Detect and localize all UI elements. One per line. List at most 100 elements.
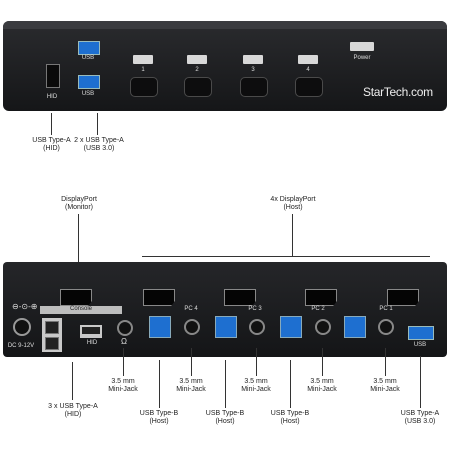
front-usb3-port-top [78,41,100,55]
pc4-displayport [143,289,175,306]
caption-minijack-b: 3.5 mm Mini-Jack [172,378,210,394]
pc2-led [187,55,207,64]
callout-line-minijack-b [191,348,192,376]
caption-minijack-e: 3.5 mm Mini-Jack [366,378,404,394]
headphone-icon: Ω [121,337,127,346]
caption-usbb-2-line2: (Host) [215,418,235,425]
front-hid-label: HID [46,94,58,100]
pc3-audio-jack [249,319,265,335]
caption-dp-host-line2: (Host) [283,204,303,211]
pc2-usb-b-port [280,316,302,338]
pc3-usb-b-port [215,316,237,338]
caption-minijack-c: 3.5 mm Mini-Jack [237,378,275,394]
pc2-audio-jack [315,319,331,335]
caption-minijack-e-line1: 3.5 mm [373,378,397,385]
caption-usbb-1: USB Type-B (Host) [137,410,181,426]
console-hid-label: HID [86,340,98,346]
console-displayport [60,289,92,306]
power-label: Power [353,55,371,61]
brand-logo: StarTech.com [363,85,433,99]
pc3-rear-label: PC 3 [248,306,262,312]
pc4-select-button[interactable] [295,77,323,97]
console-usb-hid-slot [82,327,100,334]
pc2-select-button[interactable] [184,77,212,97]
front-usb-label-top: USB [81,55,95,61]
pc2-label: 2 [195,67,199,73]
console-audio-jack [117,320,133,336]
pc1-displayport [387,289,419,306]
caption-minijack-a-line1: 3.5 mm [111,378,135,385]
console-usb-stack [42,318,62,352]
caption-dp-monitor-line1: DisplayPort [61,196,97,203]
dc-polarity-icon: ⊖-⊙-⊕ [12,302,38,311]
caption-usb-hid3-line1: 3 x USB Type-A [48,403,98,410]
caption-usb-hid3-line2: (HID) [64,411,82,418]
pc4-audio-jack [184,319,200,335]
callout-line-minijack-a [123,348,124,376]
caption-usb-hid3: 3 x USB Type-A (HID) [45,403,101,419]
caption-minijack-d-line1: 3.5 mm [310,378,334,385]
caption-usb3: 2 x USB Type-A (USB 3.0) [70,137,128,153]
caption-usb-a3-line2: (USB 3.0) [404,418,436,425]
console-usb-hid-port [80,325,102,338]
caption-usb3-line2: (USB 3.0) [83,145,115,152]
caption-usbb-1-line1: USB Type-B [139,410,179,417]
caption-dp-monitor-line2: (Monitor) [64,204,93,211]
caption-usb-hid-line1: USB Type-A [32,137,71,144]
dc-power-jack [13,318,31,336]
caption-displayport-monitor: DisplayPort (Monitor) [53,196,105,212]
caption-minijack-e-line2: Mini-Jack [370,386,400,393]
callout-line-dp-monitor [78,214,79,286]
callout-line-usbb-1 [159,360,160,408]
console-label: Console [40,306,122,314]
caption-displayport-host: 4x DisplayPort (Host) [262,196,324,212]
rear-usb3-port [408,326,434,340]
front-panel-top-edge [3,21,447,29]
caption-minijack-d-line2: Mini-Jack [307,386,337,393]
caption-minijack-b-line2: Mini-Jack [176,386,206,393]
pc2-rear-label: PC 2 [311,306,325,312]
callout-line-usb-hid [51,113,52,135]
front-usb3-port-bottom [78,75,100,89]
callout-line-usbb-3 [290,360,291,408]
pc4-label: 4 [306,67,310,73]
caption-usb-hid-line2: (HID) [43,145,60,152]
pc1-label: 1 [141,67,145,73]
pc3-select-button[interactable] [240,77,268,97]
pc3-displayport [224,289,256,306]
caption-minijack-a-line2: Mini-Jack [108,386,138,393]
caption-minijack-a: 3.5 mm Mini-Jack [104,378,142,394]
front-usb-label-bottom: USB [81,91,95,97]
caption-minijack-d: 3.5 mm Mini-Jack [303,378,341,394]
caption-usbb-2: USB Type-B (Host) [203,410,247,426]
pc1-select-button[interactable] [130,77,158,97]
caption-usbb-3-line1: USB Type-B [270,410,310,417]
pc1-rear-label: PC 1 [379,306,393,312]
caption-minijack-c-line1: 3.5 mm [244,378,268,385]
callout-line-dp-host [292,214,293,256]
caption-usbb-3: USB Type-B (Host) [268,410,312,426]
callout-line-usb-hid3 [72,362,73,400]
callout-line-usb3 [97,113,98,135]
caption-minijack-c-line2: Mini-Jack [241,386,271,393]
caption-usb3-line1: 2 x USB Type-A [74,137,124,144]
pc1-usb-b-port [344,316,366,338]
callout-line-usb-a3 [420,356,421,408]
pc2-displayport [305,289,337,306]
power-led [350,42,374,51]
caption-dp-host-line1: 4x DisplayPort [270,196,316,203]
caption-minijack-b-line1: 3.5 mm [179,378,203,385]
callout-line-minijack-c [256,348,257,376]
callout-line-usbb-2 [225,360,226,408]
pc4-led [298,55,318,64]
console-usb-port-1 [45,321,59,334]
console-usb-port-2 [45,337,59,350]
caption-usbb-3-line2: (Host) [280,418,300,425]
pc1-audio-jack [378,319,394,335]
callout-bracket-dp-host [142,256,430,257]
pc4-rear-label: PC 4 [184,306,198,312]
front-panel [3,21,447,111]
dc-label: DC 9-12V [7,343,35,349]
pc1-led [133,55,153,64]
pc3-label: 3 [251,67,255,73]
